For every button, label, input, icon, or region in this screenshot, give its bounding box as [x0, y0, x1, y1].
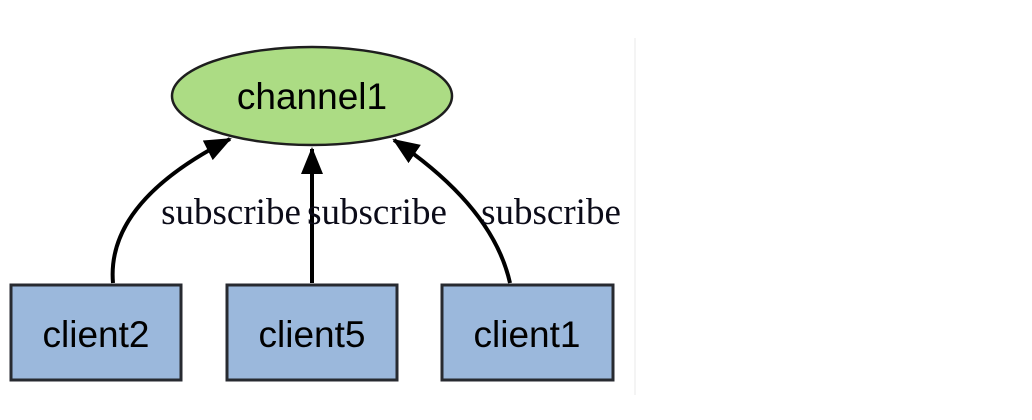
subscribe-edge-label: subscribe — [161, 192, 301, 233]
client-node-label: client1 — [474, 314, 581, 355]
subscribe-edge-label: subscribe — [307, 192, 447, 233]
client-node-client1 — [440, 283, 615, 382]
client-node-client2 — [9, 283, 183, 382]
channel-node-label: channel1 — [237, 76, 387, 117]
subscribe-edge-client2 — [110, 137, 232, 284]
client-node-label: client2 — [43, 314, 150, 355]
subscribe-edge-client1 — [392, 138, 512, 284]
subscribe-edge-label: subscribe — [481, 192, 621, 233]
channel-node — [170, 45, 454, 147]
client-node-client5 — [225, 283, 399, 382]
client-node-label: client5 — [259, 314, 366, 355]
